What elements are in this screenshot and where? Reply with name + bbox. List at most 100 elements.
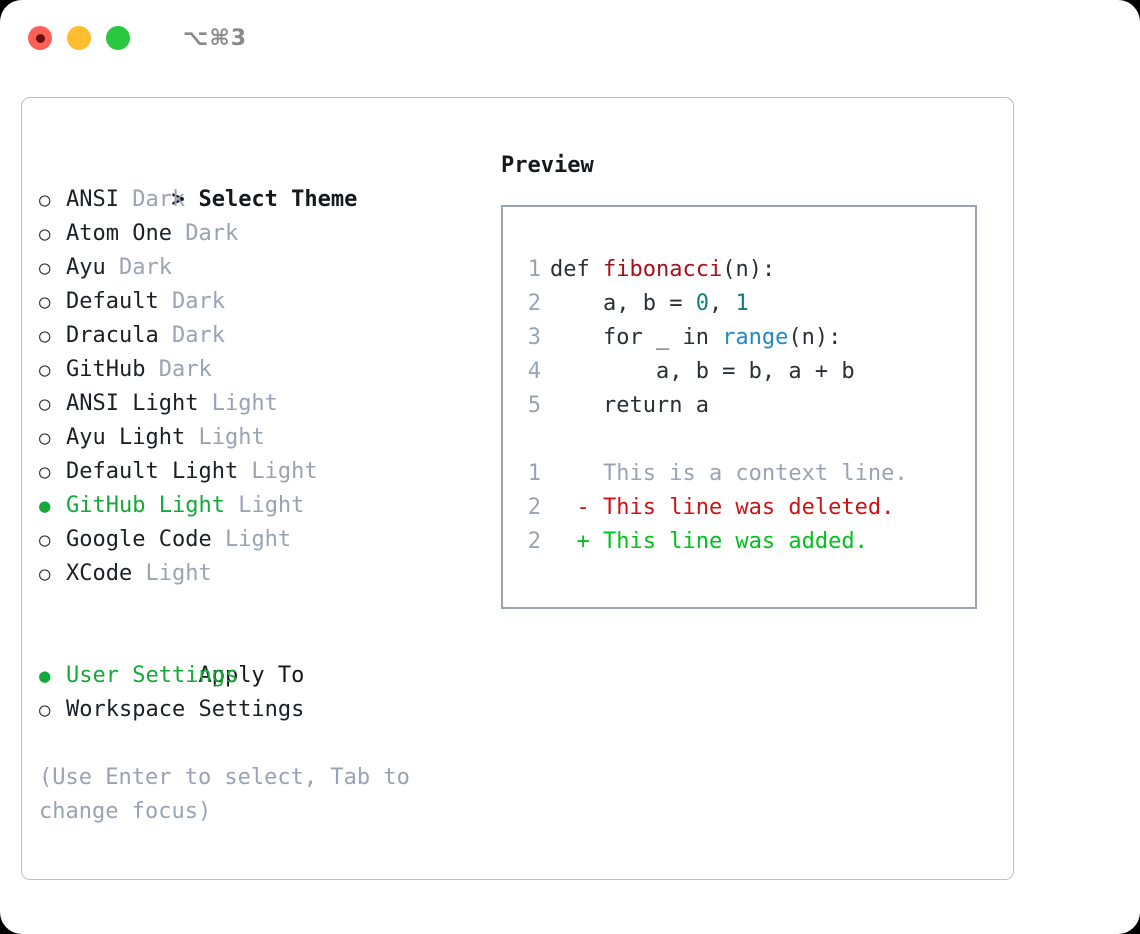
theme-picker-column: >Select Theme ○ANSI Dark○Atom One Dark○A… <box>39 149 479 829</box>
radio-selected-icon: ● <box>39 665 51 687</box>
theme-option-label: ANSI <box>66 187 119 212</box>
theme-option-label: Ayu Light <box>66 425 186 450</box>
radio-selected-icon: ● <box>39 495 51 517</box>
theme-option-google-code[interactable]: ○ Google Code Light <box>39 523 479 557</box>
theme-option-variant: Dark <box>118 187 186 212</box>
theme-option-variant: Light <box>238 459 318 484</box>
theme-option-ayu[interactable]: ○ Ayu Dark <box>39 251 479 285</box>
code-token-plain: for _ in <box>550 325 723 350</box>
diff-marker: - <box>550 495 603 520</box>
code-line: 5 return a <box>503 389 975 423</box>
list-spacer <box>39 591 479 625</box>
diff-line-number: 1 <box>527 461 541 486</box>
theme-option-ansi[interactable]: ○ ANSI Dark <box>39 183 479 217</box>
apply-to-list: ● User Settings ○ Workspace Settings <box>39 659 479 727</box>
theme-option-atom-one[interactable]: ○Atom One Dark <box>39 217 479 251</box>
select-theme-heading-label: Select Theme <box>198 187 358 212</box>
theme-option-default[interactable]: ○Default Dark <box>39 285 479 319</box>
code-line-number: 1 <box>527 257 541 282</box>
theme-option-variant: Dark <box>171 221 239 246</box>
code-line: 2 a, b = 0, 1 <box>503 287 975 321</box>
theme-option-label: Default <box>66 289 159 314</box>
theme-option-variant: Light <box>132 561 212 586</box>
apply-to-option-label: Workspace Settings <box>66 697 305 722</box>
theme-option-label: ANSI Light <box>66 391 199 416</box>
code-token-plain: (n): <box>722 257 776 282</box>
radio-unselected-icon: ○ <box>39 291 51 313</box>
diff-line-ctx: 1 This is a context line. <box>503 457 975 491</box>
code-token-plain: a, b = b, a + b <box>550 359 855 384</box>
code-token-call: range <box>722 325 789 350</box>
code-line-number: 3 <box>527 325 541 350</box>
code-token-num: 1 <box>735 291 749 316</box>
theme-option-label: Atom One <box>66 221 172 246</box>
theme-option-variant: Dark <box>158 323 225 348</box>
theme-option-variant: Dark <box>105 255 172 280</box>
theme-option-variant: Light <box>211 527 292 552</box>
radio-unselected-icon: ○ <box>39 189 51 211</box>
theme-option-default-light[interactable]: ○ Default Light Light <box>39 455 479 489</box>
apply-to-option-user-settings[interactable]: ● User Settings <box>39 659 479 693</box>
title-bar: ⌥⌘3 <box>0 0 1140 76</box>
diff-sample: 1 This is a context line.2 - This line w… <box>503 457 975 559</box>
traffic-lights <box>28 26 130 50</box>
code-diff-separator <box>503 423 975 457</box>
theme-option-label: GitHub <box>66 357 146 382</box>
close-dot-icon <box>35 33 45 43</box>
radio-unselected-icon: ○ <box>39 325 51 347</box>
code-token-plain: (n): <box>788 325 842 350</box>
theme-option-ayu-light[interactable]: ○ Ayu Light Light <box>39 421 479 455</box>
caret-icon: > <box>171 187 185 212</box>
diff-line-del: 2 - This line was deleted. <box>503 491 975 525</box>
radio-unselected-icon: ○ <box>39 393 51 415</box>
theme-option-variant: Dark <box>145 357 212 382</box>
code-token-num: 0 <box>695 291 709 316</box>
diff-line-number: 2 <box>527 495 541 520</box>
theme-option-variant: Light <box>198 391 278 416</box>
select-theme-heading: > Select Theme <box>39 149 479 212</box>
theme-option-label: Default Light <box>66 459 239 484</box>
radio-unselected-icon: ○ <box>39 699 51 721</box>
theme-option-label: Dracula <box>66 323 159 348</box>
code-token-fn: fibonacci <box>602 257 723 282</box>
radio-unselected-icon: ○ <box>39 529 51 551</box>
theme-option-label: Google Code <box>66 527 212 552</box>
theme-option-xcode[interactable]: ○XCode Light <box>39 557 479 591</box>
theme-option-variant: Light <box>185 425 265 450</box>
code-token-plain: , <box>708 291 736 316</box>
diff-text: This is a context line. <box>602 461 908 486</box>
main-panel: >Select Theme ○ANSI Dark○Atom One Dark○A… <box>21 97 1014 880</box>
theme-option-github[interactable]: ○GitHub Dark <box>39 353 479 387</box>
diff-text: This line was deleted. <box>602 495 895 520</box>
code-token-plain: def <box>550 257 603 282</box>
radio-unselected-icon: ○ <box>39 461 51 483</box>
diff-line-add: 2 + This line was added. <box>503 525 975 559</box>
apply-to-option-workspace-settings[interactable]: ○ Workspace Settings <box>39 693 479 727</box>
code-line: 4 a, b = b, a + b <box>503 355 975 389</box>
radio-unselected-icon: ○ <box>39 257 51 279</box>
apply-to-option-label: User Settings <box>66 663 239 688</box>
radio-unselected-icon: ○ <box>39 427 51 449</box>
theme-option-label: Ayu <box>66 255 106 280</box>
apply-to-heading-label: Apply To <box>198 663 305 688</box>
theme-option-dracula[interactable]: ○ Dracula Dark <box>39 319 479 353</box>
close-button-icon[interactable] <box>28 26 52 50</box>
apply-to-heading: Apply To <box>39 625 479 688</box>
zoom-button-icon[interactable] <box>106 26 130 50</box>
theme-list: ○ANSI Dark○Atom One Dark○Ayu Dark○Defaul… <box>39 183 479 591</box>
diff-text: This line was added. <box>602 529 868 554</box>
code-line-number: 4 <box>527 359 541 384</box>
code-line: 3 for _ in range(n): <box>503 321 975 355</box>
code-line: 1 def fibonacci(n): <box>503 253 975 287</box>
theme-option-github-light[interactable]: ●GitHub Light Light <box>39 489 479 523</box>
code-token-plain: return a <box>550 393 709 418</box>
theme-option-ansi-light[interactable]: ○ ANSI Light Light <box>39 387 479 421</box>
minimize-button-icon[interactable] <box>67 26 91 50</box>
theme-option-label: XCode <box>66 561 133 586</box>
code-line-number: 5 <box>527 393 541 418</box>
keyboard-shortcut-label: ⌥⌘3 <box>183 25 248 51</box>
